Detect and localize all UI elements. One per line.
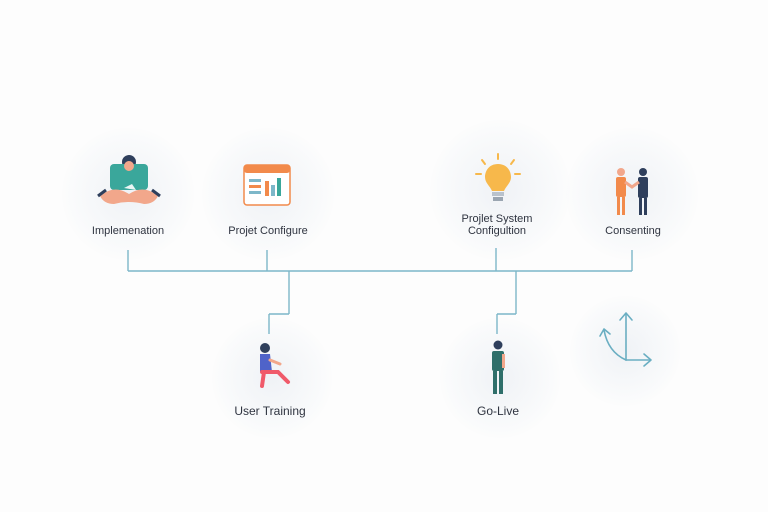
node-backdrop (566, 128, 698, 260)
node-label-user-training: User Training (234, 404, 306, 418)
handshake-icon (616, 168, 648, 215)
lightbulb-icon (475, 153, 521, 201)
node-label-project-configure: Projet Configure (228, 225, 308, 237)
node-backdrop (212, 318, 332, 438)
person-seated-icon (260, 343, 290, 388)
node-label-go-live: Go-Live (476, 404, 520, 418)
node-label-consenting: Consenting (605, 225, 661, 237)
node-label-implementation: Implemenation (91, 225, 165, 237)
person-standing-icon (492, 340, 505, 394)
dashboard-window-icon (243, 164, 291, 206)
node-label-project-system-line1: Projlet System (461, 213, 533, 225)
node-label-project-system-line2: Configultion (467, 225, 527, 237)
person-laptop-icon (97, 155, 161, 204)
axes-arrows-icon (599, 312, 652, 367)
